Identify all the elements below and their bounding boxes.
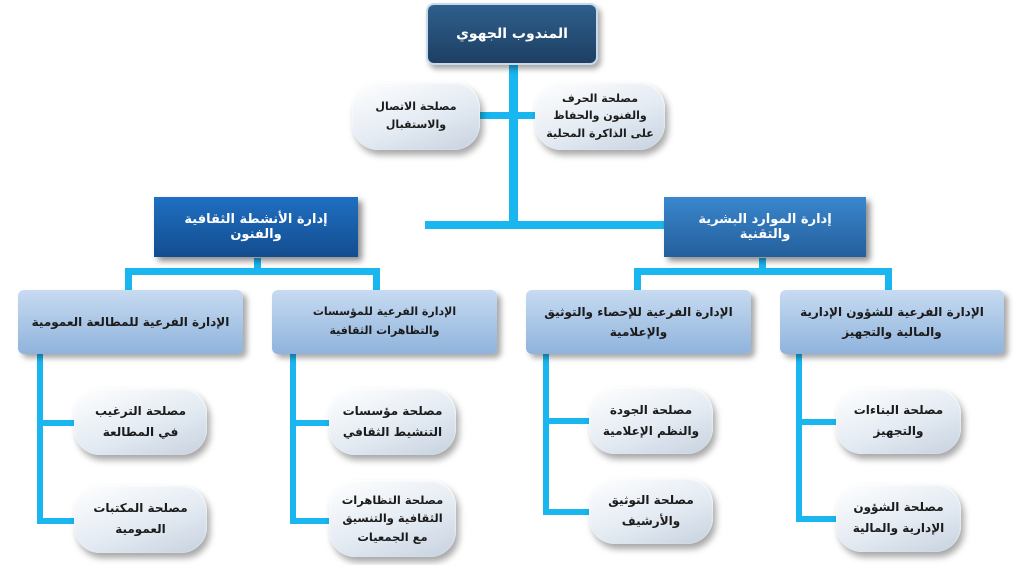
service-cultural-animation-label: مصلحة مؤسسات التنشيط الثقافي: [342, 403, 443, 439]
connector-services-c-branch-2: [290, 518, 334, 524]
connector-dept-left-down: [254, 258, 261, 274]
subdepartment-statistics-documentation-label: الإدارة الفرعية للإحصاء والتوثيق والإعلا…: [544, 304, 733, 339]
connector-dept-right-down: [759, 258, 766, 274]
subdepartment-public-reading-label: الإدارة الفرعية للمطالعة العمومية: [31, 314, 230, 329]
service-buildings-equipment-label: مصلحة البناءات والتجهيز: [853, 403, 944, 438]
top-box-label: المندوب الجهوي: [456, 26, 568, 42]
subdepartment-public-reading: الإدارة الفرعية للمطالعة العمومية: [18, 290, 243, 354]
connector-services-a-vertical: [796, 352, 802, 522]
service-quality-systems: مصلحة الجودة والنظم الإعلامية: [589, 387, 713, 454]
service-documentation-archive-label: مصلحة التوثيق والأرشيف: [608, 493, 694, 528]
department-hr-technical: إدارة الموارد البشرية والتقنية: [664, 197, 866, 257]
connector-services-b-vertical: [543, 352, 549, 515]
service-public-libraries: مصلحة المكتبات العمومية: [74, 485, 207, 553]
connector-services-b-branch-2: [543, 509, 593, 515]
service-cultural-events: مصلحة التظاهرات الثقافية والتنسيق مع الج…: [329, 480, 456, 557]
attached-service-crafts-label: مصلحة الحرف والفنون والحفاظ على الذاكرة …: [546, 91, 654, 140]
subdepartment-admin-finance-label: الإدارة الفرعية للشؤون الإدارية والمالية…: [800, 304, 984, 339]
attached-service-crafts: مصلحة الحرف والفنون والحفاظ على الذاكرة …: [535, 82, 665, 150]
connector-sub-left-1-up: [373, 268, 380, 294]
department-cultural-activities: إدارة الأنشطة الثقافية والفنون: [154, 197, 358, 257]
connector-services-b-branch-1: [543, 418, 593, 424]
connector-sub-left-2-up: [125, 268, 132, 294]
service-documentation-archive: مصلحة التوثيق والأرشيف: [589, 478, 713, 544]
subdepartment-admin-finance: الإدارة الفرعية للشؤون الإدارية والمالية…: [780, 290, 1004, 354]
service-reading-encouragement: مصلحة الترغيب في المطالعة: [74, 388, 207, 455]
service-reading-encouragement-label: مصلحة الترغيب في المطالعة: [94, 403, 187, 439]
connector-services-d-branch-1: [37, 420, 79, 426]
top-box-regional-delegate: المندوب الجهوي: [426, 3, 598, 65]
connector-services-d-vertical: [37, 352, 43, 524]
service-quality-systems-label: مصلحة الجودة والنظم الإعلامية: [602, 402, 700, 438]
connector-departments-horizontal: [425, 221, 670, 229]
subdepartment-cultural-institutions-label: الإدارة الفرعية للمؤسسات والتظاهرات الثق…: [312, 305, 457, 337]
service-cultural-animation: مصلحة مؤسسات التنشيط الثقافي: [329, 388, 456, 455]
service-buildings-equipment: مصلحة البناءات والتجهيز: [836, 388, 961, 454]
department-hr-technical-label: إدارة الموارد البشرية والتقنية: [698, 212, 832, 242]
department-cultural-activities-label: إدارة الأنشطة الثقافية والفنون: [184, 212, 328, 242]
connector-attached-horizontal: [465, 112, 555, 119]
service-cultural-events-label: مصلحة التظاهرات الثقافية والتنسيق مع الج…: [341, 492, 444, 544]
connector-services-d-branch-2: [37, 518, 79, 524]
service-admin-finance-affairs: مصلحة الشؤون الإدارية والمالية: [836, 484, 961, 552]
attached-service-communication: مصلحة الاتصال والاستقبال: [352, 82, 480, 150]
connector-services-c-vertical: [290, 352, 296, 524]
connector-sub-right-1-up: [885, 268, 892, 294]
connector-sub-right-2-up: [634, 268, 641, 294]
connector-dept-left-horizontal: [125, 268, 380, 275]
service-admin-finance-affairs-label: مصلحة الشؤون الإدارية والمالية: [852, 500, 945, 535]
connector-main-vertical: [509, 62, 518, 229]
connector-services-a-branch-1: [796, 419, 841, 425]
service-public-libraries-label: مصلحة المكتبات العمومية: [93, 501, 188, 536]
connector-services-a-branch-2: [796, 516, 841, 522]
subdepartment-statistics-documentation: الإدارة الفرعية للإحصاء والتوثيق والإعلا…: [526, 290, 751, 354]
subdepartment-cultural-institutions: الإدارة الفرعية للمؤسسات والتظاهرات الثق…: [272, 290, 497, 354]
connector-services-c-branch-1: [290, 420, 334, 426]
connector-dept-right-horizontal: [634, 268, 892, 275]
attached-service-communication-label: مصلحة الاتصال والاستقبال: [375, 100, 457, 131]
